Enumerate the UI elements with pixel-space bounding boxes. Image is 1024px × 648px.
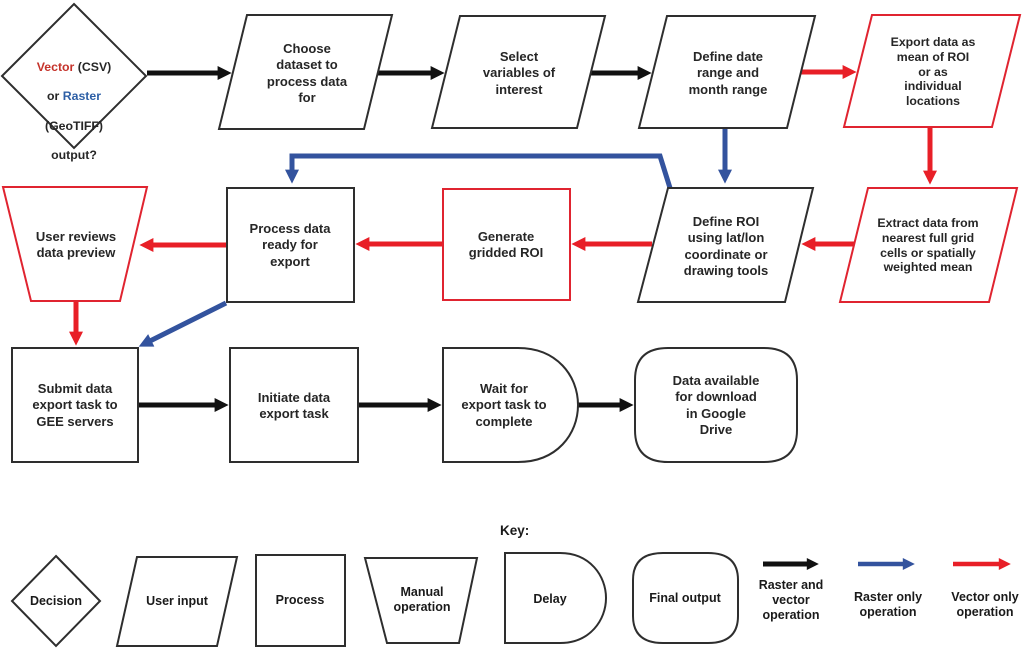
decision-line-3: (GeoTIFF) — [9, 119, 139, 134]
node-data-available-label: Data available for download in Google Dr… — [672, 373, 760, 437]
key-delay-shape — [504, 552, 608, 644]
export-data-parallelogram — [842, 14, 1022, 128]
key-blue-arrow-label: Raster only operation — [853, 590, 923, 619]
wait-delay-shape — [442, 347, 580, 463]
decision-word-geotiff: (GeoTIFF) — [44, 118, 104, 133]
process-data-rect — [226, 187, 355, 303]
node-export-data-label: Export data as mean of ROI or as individ… — [890, 35, 976, 108]
define-date-parallelogram — [637, 15, 817, 129]
node-generate-gridded-roi-label: Generate gridded ROI — [468, 229, 544, 261]
node-initiate-task-label: Initiate data export task — [257, 390, 331, 422]
decision-diamond-shape — [0, 2, 148, 150]
user-reviews-trapezoid — [1, 186, 149, 302]
key-title: Key: — [500, 523, 530, 538]
node-define-date-label: Define date range and month range — [688, 49, 768, 97]
key-final-output-label: Final output — [649, 591, 721, 605]
key-decision-label: Decision — [29, 594, 83, 608]
generate-gridded-roi-rect — [442, 188, 571, 301]
node-process-data-label: Process data ready for export — [249, 221, 331, 269]
key-process-rect — [255, 554, 346, 647]
decision-line-2: or Raster — [9, 89, 139, 104]
key-manual-operation-label: Manual operation — [393, 585, 451, 614]
key-user-input-parallelogram — [115, 556, 239, 647]
node-define-roi-label: Define ROI using lat/lon coordinate or d… — [683, 214, 769, 278]
choose-dataset-parallelogram — [217, 14, 394, 130]
decision-word-or: or — [47, 89, 63, 104]
decision-line-1: Vector (CSV) — [9, 60, 139, 75]
key-process-label: Process — [275, 593, 325, 607]
decision-word-vector: Vector — [36, 59, 75, 74]
node-submit-task-label: Submit data export task to GEE servers — [32, 381, 118, 429]
node-extract-data-label: Extract data from nearest full grid cell… — [877, 216, 979, 275]
extract-data-parallelogram — [838, 187, 1019, 303]
node-user-reviews-label: User reviews data preview — [35, 229, 117, 261]
key-black-arrow-label: Raster and vector operation — [758, 578, 824, 622]
arrow-process-to-submit — [138, 300, 228, 347]
decision-word-output: output? — [51, 148, 97, 163]
node-wait-delay-label: Wait for export task to complete — [461, 381, 547, 429]
node-decision-label: Vector (CSV) or Raster (GeoTIFF) output? — [9, 45, 139, 178]
key-manual-operation-trapezoid — [363, 557, 479, 644]
select-variables-parallelogram — [430, 15, 607, 129]
key-red-arrow-label: Vector only operation — [951, 590, 1019, 619]
key-decision-diamond — [10, 554, 102, 648]
initiate-task-rect — [229, 347, 359, 463]
decision-word-raster: Raster — [62, 89, 101, 104]
node-select-variables-label: Select variables of interest — [482, 49, 556, 97]
decision-line-4: output? — [9, 148, 139, 163]
key-user-input-label: User input — [146, 594, 208, 608]
arrow-defineroi-to-process — [285, 153, 673, 189]
decision-word-csv: (CSV) — [74, 59, 112, 74]
node-choose-dataset-label: Choose dataset to process data for — [266, 41, 348, 105]
submit-task-rect — [11, 347, 139, 463]
data-available-final-output-shape — [634, 347, 798, 463]
key-delay-label: Delay — [533, 592, 567, 606]
key-final-output-shape — [632, 552, 739, 644]
define-roi-parallelogram — [636, 187, 815, 303]
